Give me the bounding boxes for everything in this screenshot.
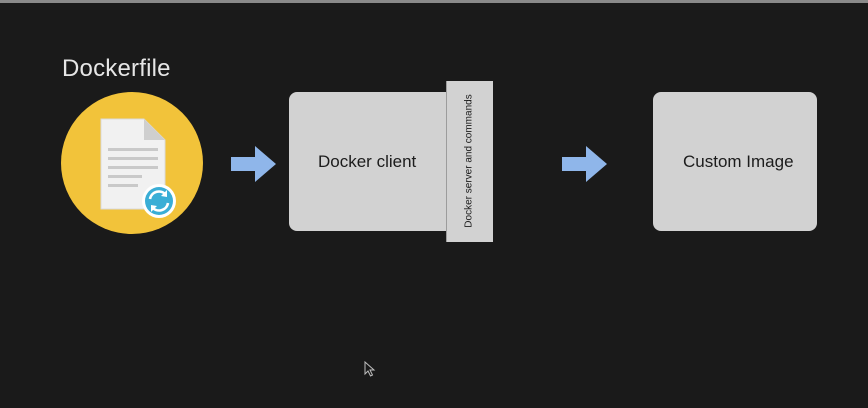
docker-server-strip bbox=[446, 81, 493, 242]
docker-client-label: Docker client bbox=[318, 152, 417, 171]
docker-server-label: Docker server and commands bbox=[463, 94, 475, 228]
window-top-border bbox=[0, 0, 868, 3]
arrow-right-icon bbox=[562, 146, 607, 182]
custom-image-box bbox=[653, 92, 817, 231]
dockerfile-label: Dockerfile bbox=[62, 55, 171, 82]
custom-image-label: Custom Image bbox=[683, 152, 794, 171]
mouse-pointer-icon bbox=[364, 361, 376, 377]
refresh-icon bbox=[142, 184, 176, 218]
docker-client-box bbox=[289, 92, 459, 231]
dockerfile-node bbox=[61, 92, 203, 234]
arrow-right-icon bbox=[231, 146, 276, 182]
document-icon bbox=[100, 118, 166, 210]
